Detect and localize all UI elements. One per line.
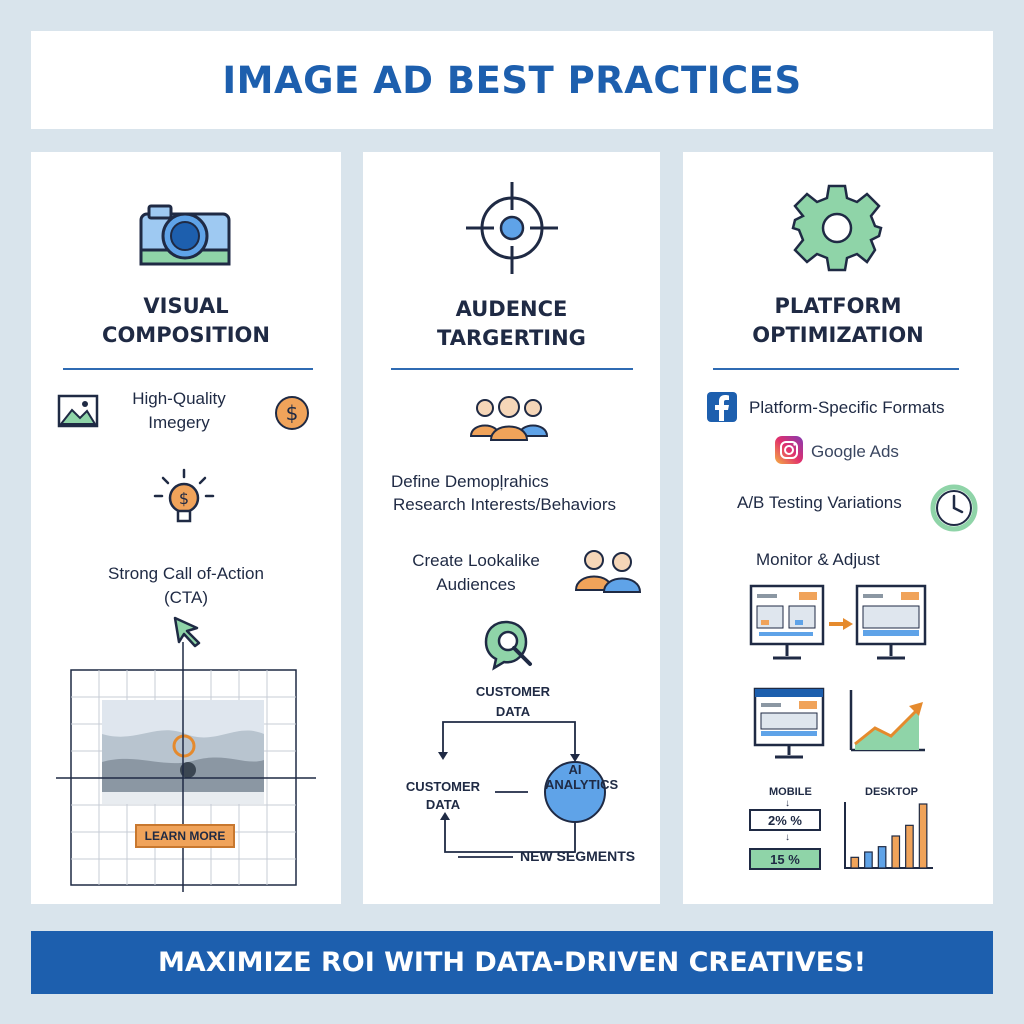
gear-icon [791,184,883,272]
ab-testing-text: A/B Testing Variations [737,493,902,512]
research-interests-text: Research Interests/Behaviors [393,495,616,514]
imagery-text: High-Quality Imegery [109,387,249,435]
panel-title-line: PLATFORM [774,294,902,318]
instagram-icon [775,436,803,464]
bar-1 [850,856,860,869]
bar-5 [905,824,914,869]
imagery-line: Imegery [148,413,210,432]
ai-analytics-line: ANALYTICS [545,777,619,792]
mobile-metric-1: 2% % [749,809,821,831]
flow-diagram [438,721,606,858]
cta-text: Strong Call of-Action (CTA) [61,562,311,610]
dollar-icon: $ [275,396,309,430]
bar-2 [864,851,873,869]
customer-data-line: CUSTOMER [405,779,481,794]
learn-more-button[interactable]: LEARN MORE [135,824,235,848]
facebook-icon [707,392,737,422]
customer-data-top: CUSTOMER DATA [453,682,573,722]
cursor-icon [173,616,201,648]
image-icon [57,394,99,428]
clock-icon [930,484,978,532]
new-segments-label: NEW SEGMENTS [520,848,636,864]
page-title: IMAGE AD BEST PRACTICES [222,58,802,102]
title-bar: IMAGE AD BEST PRACTICES [31,31,993,129]
ai-analytics-line: AI [568,762,582,777]
mobile-metric-2: 15 % [749,848,821,870]
panel-title-line: COMPOSITION [102,323,270,347]
panel-audience-targeting: AUDENCE TARGERTING Define Demopļrahics R… [363,152,660,904]
learn-more-label: LEARN MORE [144,829,226,843]
panel-title-line: AUDENCE [455,297,568,321]
customer-data-line: CUSTOMER [475,684,551,699]
bar-4 [891,835,901,869]
panel-title: VISUAL COMPOSITION [31,292,341,350]
mobile-label: MOBILE [769,786,812,798]
desktop-bar-chart [844,802,933,869]
monitor-icon [749,584,825,660]
cta-line: (CTA) [163,588,209,607]
down-arrow: ↓ [785,832,790,843]
panel-platform-optimization: PLATFORM OPTIMIZATION Platform-Specific … [683,152,993,904]
customer-data-line: DATA [425,797,461,812]
divider [391,368,633,370]
customer-data-line: DATA [495,704,531,719]
panel-title-line: TARGERTING [437,326,586,350]
footer-banner: MAXIMIZE ROI WITH DATA-DRIVEN CREATIVES! [31,931,993,994]
divider [713,368,959,370]
monitor-icon [855,584,927,660]
camera-icon [139,204,231,266]
cta-line: Strong Call of-Action [108,564,264,583]
divider [63,368,313,370]
google-ads-text: Google Ads [811,442,899,461]
composition-grid [56,642,316,892]
imagery-line: High-Quality [132,389,226,408]
bar-6 [918,803,928,869]
search-chat-icon [484,620,532,671]
down-arrow: ↓ [785,798,790,809]
bar-chart-axis [844,802,933,869]
panel-title: AUDENCE TARGERTING [363,295,660,353]
trend-chart-icon [849,690,925,752]
lookalike-text: Create Lookalike Audiences [391,549,561,597]
platform-formats-text: Platform-Specific Formats [749,398,945,417]
panel-title-line: OPTIMIZATION [752,323,924,347]
lightbulb-icon: $ [153,468,215,523]
footer-text: MAXIMIZE ROI WITH DATA-DRIVEN CREATIVES! [157,947,867,978]
mobile-metric-value: 15 % [770,851,800,867]
panel-title: PLATFORM OPTIMIZATION [683,292,993,350]
panel-visual-composition: VISUAL COMPOSITION High-Quality Imegery … [31,152,341,904]
people-icon [574,550,642,593]
monitor-adjust-text: Monitor & Adjust [756,550,880,569]
define-demographics-text: Define Demopļrahics [391,472,549,491]
lookalike-line: Create Lookalike [412,551,540,570]
svg-text:$: $ [286,401,299,425]
ai-analytics-label: AI ANALYTICS [545,762,619,792]
lookalike-line: Audiences [436,575,516,594]
monitor-icon [753,687,825,759]
crosshair-icon [466,182,558,274]
mobile-metric-value: 2% % [768,812,802,828]
customer-data-left: CUSTOMER DATA [393,778,493,814]
svg-text:$: $ [179,489,189,508]
arrow-icon [829,618,853,630]
bar-3 [877,846,887,869]
panel-title-line: VISUAL [143,294,229,318]
desktop-label: DESKTOP [865,786,918,798]
people-icon [469,396,549,441]
